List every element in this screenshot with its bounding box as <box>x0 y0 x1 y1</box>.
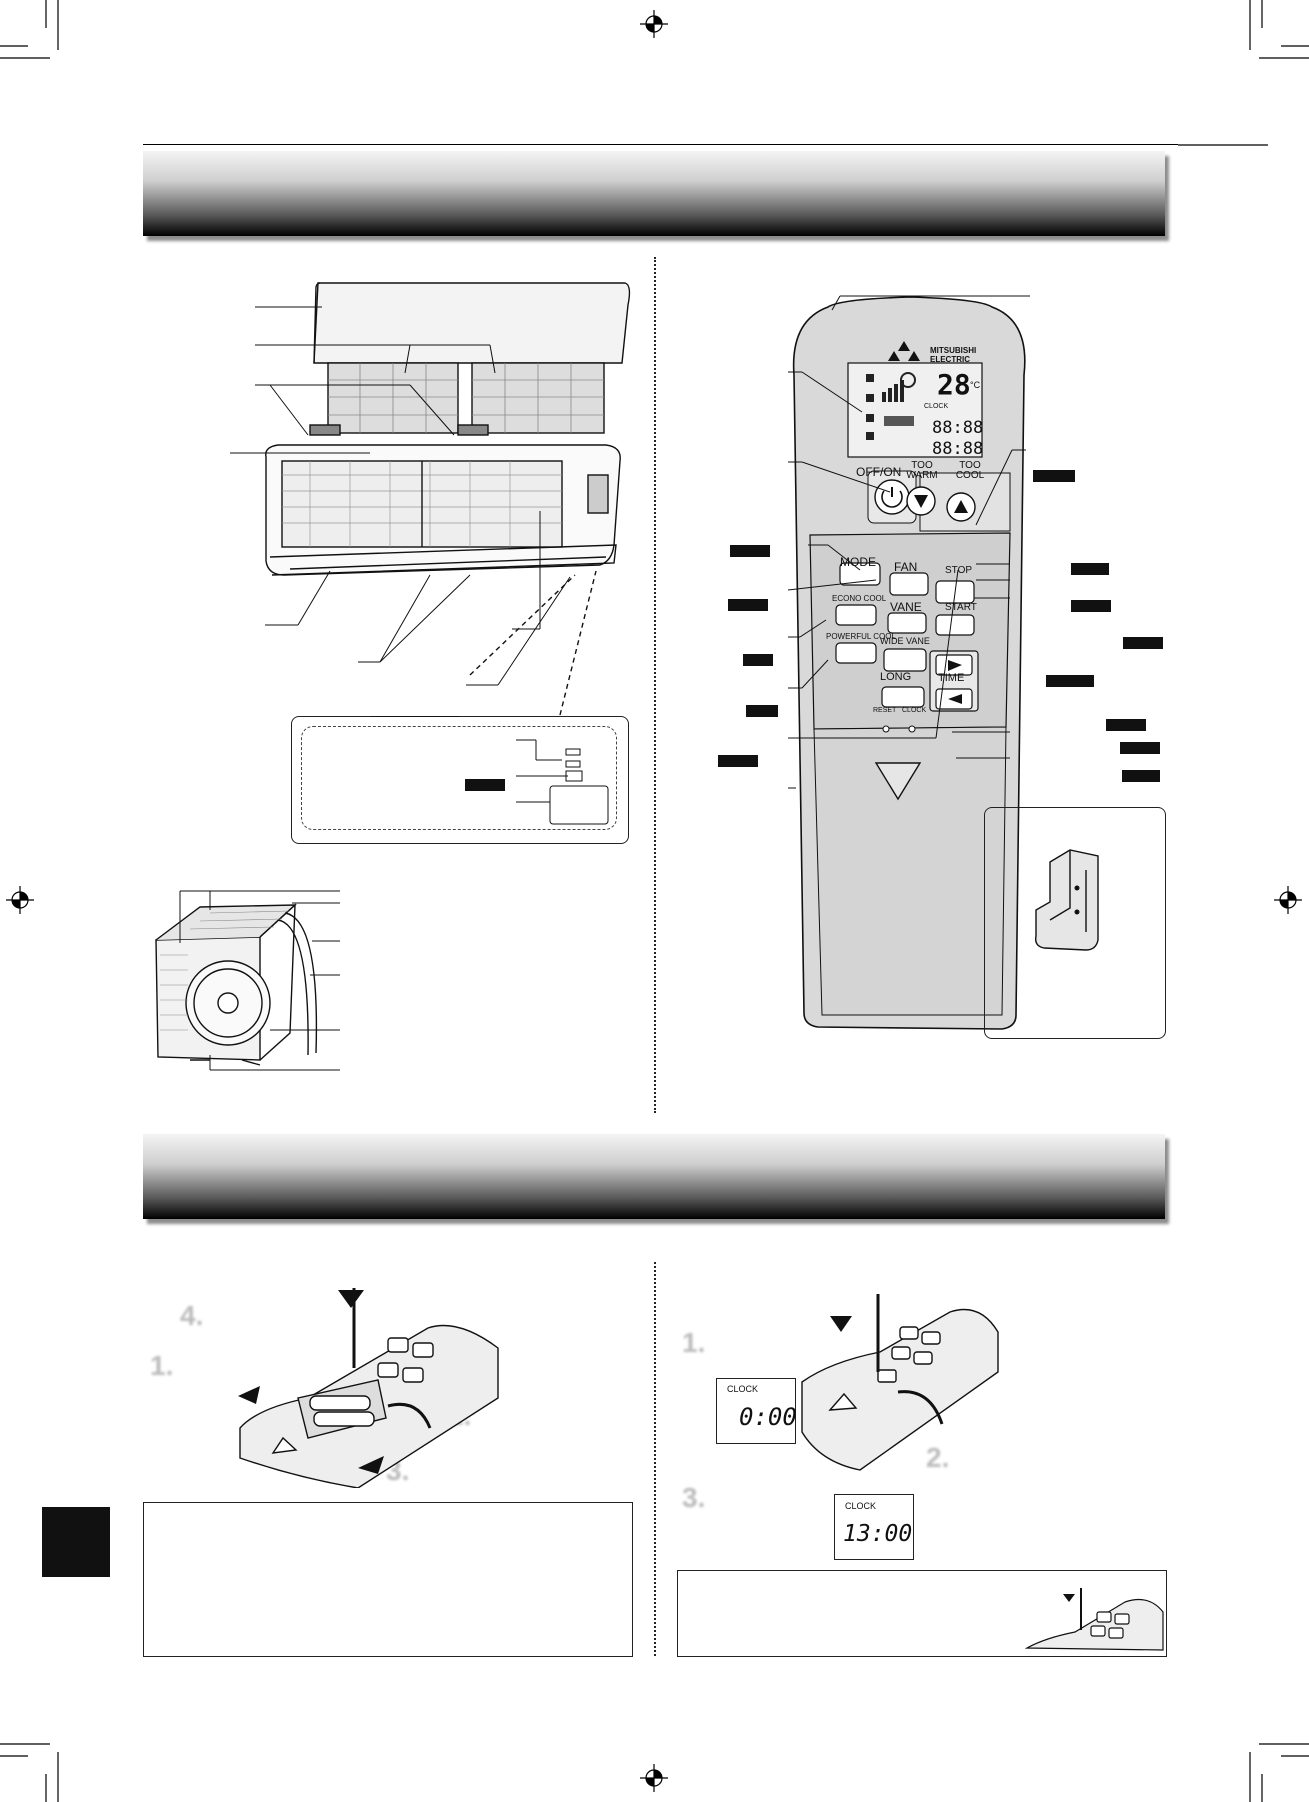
label-tag-13 <box>1122 770 1160 782</box>
long-button[interactable]: LONG <box>880 671 912 683</box>
clock-lcd-set: CLOCK 13:00 <box>834 1494 914 1560</box>
label-tag-5 <box>746 705 778 717</box>
clock-note-illustration <box>1025 1588 1164 1651</box>
clock-step-1: 1. <box>682 1327 706 1358</box>
lcd-temperature: 28 <box>937 368 971 401</box>
wide-vane-button[interactable]: WIDE VANE <box>880 636 930 646</box>
outdoor-unit-illustration <box>155 890 340 1071</box>
label-tag-11 <box>1106 719 1146 731</box>
clock-lcd-blinking: CLOCK 0:00 <box>716 1378 797 1444</box>
indoor-detail-inner <box>301 726 617 830</box>
battery-illustration <box>238 1288 499 1488</box>
clock-note-box <box>677 1570 1167 1657</box>
lcd-clock-label: CLOCK <box>924 403 949 410</box>
clock-lcd1-value: 0:00 <box>739 1403 797 1431</box>
offon-label: OFF/ON <box>856 465 902 479</box>
remote-brand: MITSUBISHI ELECTRIC <box>930 346 976 364</box>
lcd-mode-icons <box>866 372 916 440</box>
lcd-temp-unit: °C <box>970 380 981 390</box>
fan-button[interactable]: FAN <box>894 560 918 574</box>
label-tag-6 <box>718 755 758 767</box>
lcd-time-1: 88:88 <box>932 418 984 438</box>
column-divider-top <box>654 257 656 1113</box>
battery-note-box <box>143 1502 633 1657</box>
label-tag-9 <box>1123 637 1163 649</box>
clock-step-2: 2. <box>926 1442 950 1473</box>
brand-line1: MITSUBISHI <box>930 346 977 355</box>
label-tag-indoor <box>465 779 505 791</box>
clock-lcd1-label: CLOCK <box>727 1384 759 1394</box>
start-button[interactable]: START <box>945 602 977 613</box>
section-banner-bottom <box>143 1134 1165 1219</box>
too-cool-label: TOO COOL <box>955 460 985 481</box>
remote-leader-lines <box>787 295 1030 789</box>
clock-lcd2-value: 13:00 <box>843 1521 913 1547</box>
stop-button[interactable]: STOP <box>945 565 973 576</box>
label-tag-7 <box>1071 563 1109 575</box>
powerful-cool-button[interactable]: POWERFUL COOL <box>826 632 896 641</box>
indoor-unit-illustration <box>230 282 631 716</box>
label-tag-12 <box>1120 742 1160 754</box>
econo-cool-button[interactable]: ECONO COOL <box>832 594 887 603</box>
indoor-detail-parts <box>370 716 609 825</box>
vane-button[interactable]: VANE <box>890 600 922 614</box>
clock-button[interactable]: CLOCK <box>902 707 927 714</box>
brand-line2: ELECTRIC <box>930 355 970 364</box>
label-tag-3 <box>728 599 768 611</box>
reset-button[interactable]: RESET <box>873 707 897 714</box>
mode-button[interactable]: MODE <box>840 555 876 569</box>
battery-step-1: 1. <box>150 1350 174 1381</box>
too-warm-label: TOO WARM <box>906 460 938 481</box>
clock-lcd2-label: CLOCK <box>845 1501 877 1511</box>
clock-illustration <box>801 1294 999 1471</box>
clock-step-3: 3. <box>682 1482 706 1513</box>
label-tag-10 <box>1046 675 1094 687</box>
label-tag-2 <box>730 545 770 557</box>
lcd-time-2: 88:88 <box>932 439 984 459</box>
label-tag-8 <box>1071 600 1111 612</box>
section-banner-top <box>143 151 1165 236</box>
chapter-tab <box>42 1507 110 1577</box>
top-rule <box>143 144 1178 145</box>
remote-holder-box <box>984 807 1166 1039</box>
column-divider-bottom <box>654 1262 656 1656</box>
remote-holder-illustration <box>1034 849 1099 951</box>
label-tag-1 <box>1033 470 1075 482</box>
label-tag-4 <box>743 654 773 666</box>
battery-step-4: 4. <box>180 1300 204 1331</box>
